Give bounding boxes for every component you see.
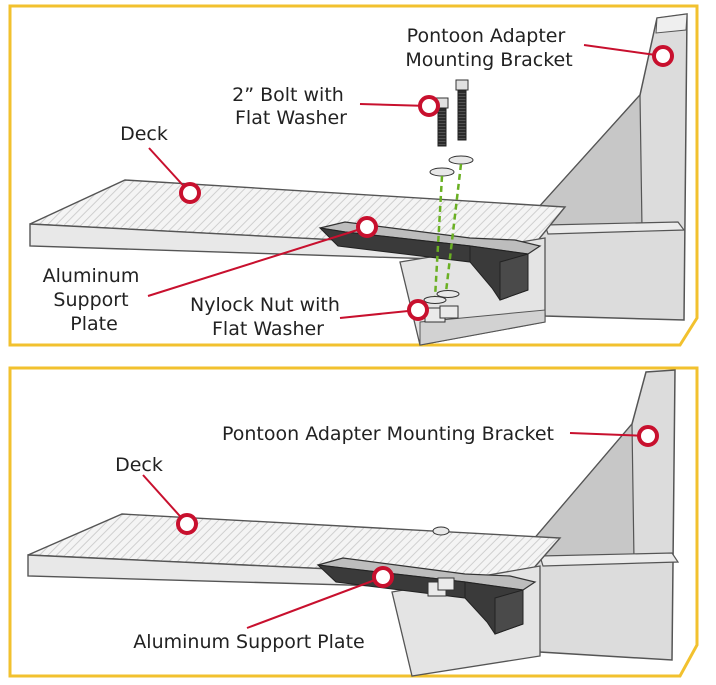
leader-pontoon-bracket [583, 44, 674, 67]
label-deck: Deck [120, 123, 168, 145]
leader-pontoon-bracket [569, 425, 659, 447]
label-pontoon-bracket: Pontoon Adapter Mounting Bracket [222, 423, 554, 445]
pontoon-bracket-illustration [537, 13, 688, 321]
label-pontoon-bracket: Pontoon Adapter Mounting Bracket [405, 25, 572, 71]
label-deck: Deck [115, 454, 163, 476]
label-bolt: 2” Bolt with Flat Washer [232, 84, 350, 129]
label-nylock-nut: Nylock Nut with Flat Washer [190, 294, 346, 340]
label-support-plate: Aluminum Support Plate [133, 631, 364, 653]
nut-illustration [423, 290, 460, 323]
leader-deck [148, 147, 201, 204]
leader-nylock-nut [339, 299, 429, 321]
bolt-illustration [429, 79, 474, 299]
leader-support-plate [246, 566, 394, 629]
panel-bottom: Pontoon Adapter Mounting Bracket Deck Al… [8, 366, 699, 678]
panel-top: Pontoon Adapter Mounting Bracket 2” Bolt… [8, 4, 699, 347]
leader-deck [142, 474, 198, 535]
leader-support-plate [147, 216, 378, 297]
leader-bolt [359, 95, 440, 117]
label-support-plate: Aluminum Support Plate [43, 265, 146, 335]
